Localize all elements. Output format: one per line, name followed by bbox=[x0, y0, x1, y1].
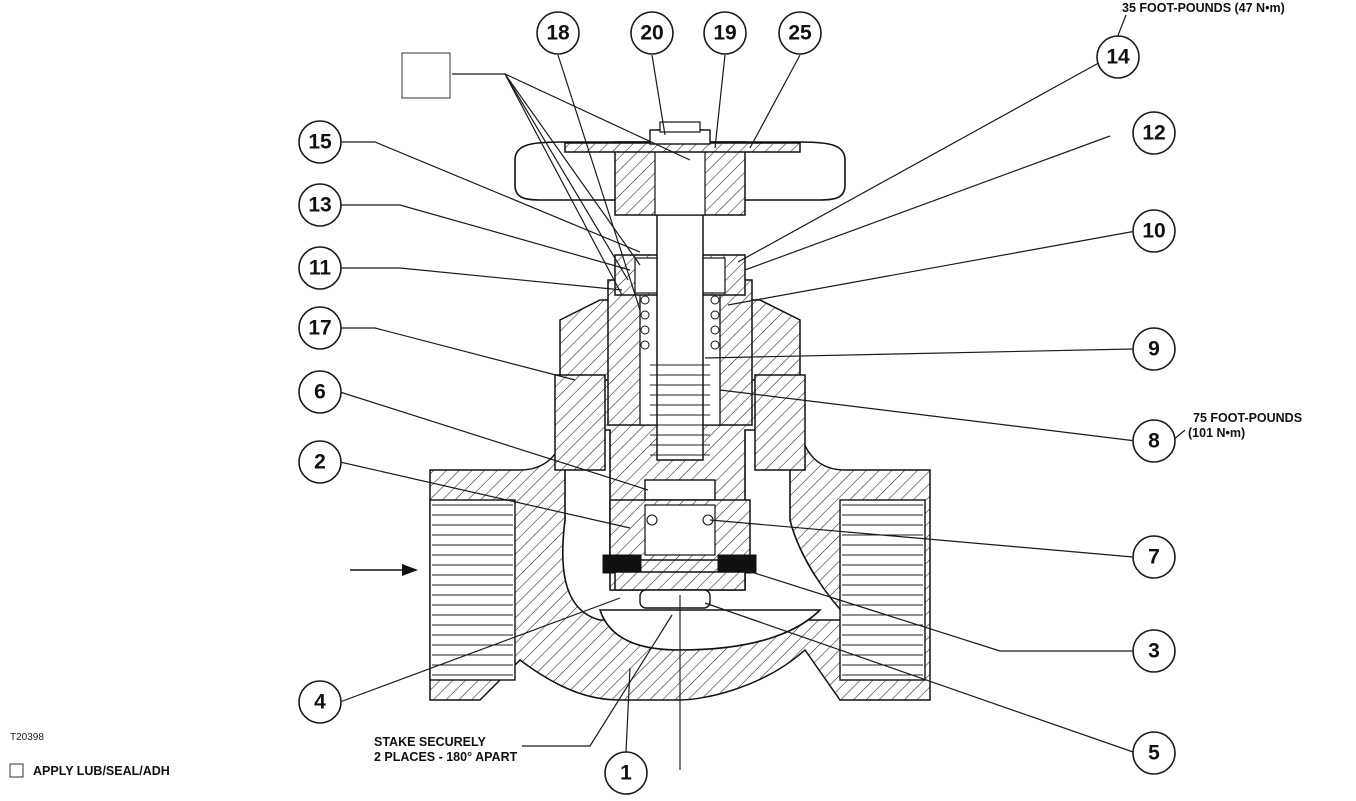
seat-seals bbox=[602, 554, 757, 591]
svg-text:2: 2 bbox=[314, 451, 326, 474]
callout-4: 4 bbox=[298, 680, 342, 724]
svg-text:4: 4 bbox=[314, 691, 326, 714]
right-port-threads bbox=[842, 504, 923, 676]
callout-17: 17 bbox=[298, 306, 342, 350]
svg-text:12: 12 bbox=[1142, 122, 1165, 145]
svg-text:14: 14 bbox=[1106, 46, 1130, 69]
stake-note-line1: STAKE SECURELY bbox=[374, 735, 486, 749]
handwheel-nut bbox=[649, 121, 711, 145]
legend-box-icon bbox=[9, 763, 24, 778]
torque-note-top: 35 FOOT-POUNDS (47 N•m) bbox=[1122, 1, 1285, 15]
legend-label: APPLY LUB/SEAL/ADH bbox=[33, 764, 170, 778]
torque-note-mid-line1: 75 FOOT-POUNDS bbox=[1193, 411, 1302, 425]
callout-19: 19 bbox=[703, 11, 747, 55]
callout-13: 13 bbox=[298, 183, 342, 227]
leader-lines bbox=[339, 14, 1186, 754]
torque-note-mid-line2: (101 N•m) bbox=[1188, 426, 1245, 440]
svg-text:9: 9 bbox=[1148, 338, 1160, 361]
svg-text:5: 5 bbox=[1148, 742, 1160, 765]
callout-12: 12 bbox=[1132, 111, 1176, 155]
callout-3: 3 bbox=[1132, 629, 1176, 673]
callout-10: 10 bbox=[1132, 209, 1176, 253]
stake-note-line2: 2 PLACES - 180° APART bbox=[374, 750, 518, 764]
flow-arrow bbox=[350, 564, 418, 576]
callout-18: 18 bbox=[536, 11, 580, 55]
svg-text:3: 3 bbox=[1148, 640, 1160, 663]
callout-5: 5 bbox=[1132, 731, 1176, 775]
svg-text:15: 15 bbox=[308, 131, 332, 154]
handwheel bbox=[514, 141, 846, 216]
spring bbox=[640, 295, 720, 350]
callout-14: 14 bbox=[1096, 35, 1140, 79]
lube-indicator-box bbox=[401, 52, 451, 99]
disc-holder bbox=[609, 479, 751, 561]
callout-8: 8 bbox=[1132, 419, 1176, 463]
legend: APPLY LUB/SEAL/ADH bbox=[9, 763, 170, 778]
svg-text:17: 17 bbox=[308, 317, 331, 340]
callout-15: 15 bbox=[298, 120, 342, 164]
callout-1: 1 bbox=[604, 751, 648, 795]
svg-text:6: 6 bbox=[314, 381, 326, 404]
svg-text:19: 19 bbox=[713, 22, 736, 45]
svg-text:20: 20 bbox=[640, 22, 663, 45]
callout-20: 20 bbox=[630, 11, 674, 55]
left-port-threads bbox=[432, 504, 513, 676]
retainer-nut bbox=[639, 589, 711, 609]
callout-7: 7 bbox=[1132, 535, 1176, 579]
callout-9: 9 bbox=[1132, 327, 1176, 371]
svg-text:1: 1 bbox=[620, 762, 632, 785]
callout-25: 25 bbox=[778, 11, 822, 55]
callout-6: 6 bbox=[298, 370, 342, 414]
svg-text:13: 13 bbox=[308, 194, 331, 217]
callout-2: 2 bbox=[298, 440, 342, 484]
svg-text:10: 10 bbox=[1142, 220, 1165, 243]
svg-text:7: 7 bbox=[1148, 546, 1160, 569]
callout-11: 11 bbox=[298, 246, 342, 290]
svg-text:25: 25 bbox=[788, 22, 812, 45]
svg-text:8: 8 bbox=[1148, 430, 1160, 453]
svg-text:18: 18 bbox=[546, 22, 570, 45]
svg-text:11: 11 bbox=[309, 257, 332, 280]
drawing-id: T20398 bbox=[10, 732, 44, 743]
